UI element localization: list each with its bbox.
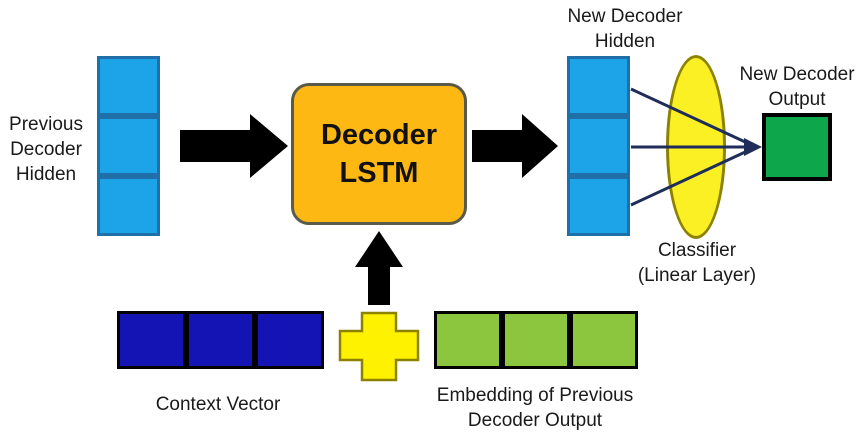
classifier-arrowhead bbox=[744, 138, 762, 156]
classifier-ellipse bbox=[666, 55, 726, 239]
arrow-concat-to-lstm bbox=[355, 231, 403, 305]
hidden-cell bbox=[567, 176, 630, 236]
label-classifier: Classifier (Linear Layer) bbox=[637, 240, 757, 286]
embedding-cell bbox=[502, 311, 570, 369]
decoder-lstm-box: Decoder LSTM bbox=[291, 83, 467, 225]
lstm-label-line2: LSTM bbox=[339, 157, 419, 189]
label-new-decoder-output: New Decoder Output bbox=[739, 64, 855, 110]
context-cell bbox=[255, 311, 324, 369]
new-decoder-output-box bbox=[762, 113, 832, 181]
arrow-hidden-to-lstm bbox=[180, 114, 288, 178]
label-embedding-previous-output: Embedding of Previous Decoder Output bbox=[436, 385, 634, 431]
plus-icon bbox=[338, 311, 420, 382]
label-context-vector: Context Vector bbox=[155, 394, 281, 415]
label-previous-decoder-hidden: Previous Decoder Hidden bbox=[9, 114, 83, 185]
hidden-cell bbox=[97, 176, 160, 236]
arrow-lstm-to-new-hidden bbox=[472, 114, 558, 178]
hidden-cell bbox=[567, 116, 630, 176]
label-new-decoder-hidden: New Decoder Hidden bbox=[567, 6, 683, 52]
context-cell bbox=[117, 311, 186, 369]
hidden-cell bbox=[97, 116, 160, 176]
lstm-label-line1: Decoder bbox=[320, 119, 438, 151]
hidden-cell bbox=[97, 56, 160, 116]
hidden-cell bbox=[567, 56, 630, 116]
context-cell bbox=[186, 311, 255, 369]
embedding-cell bbox=[570, 311, 638, 369]
embedding-cell bbox=[434, 311, 502, 369]
